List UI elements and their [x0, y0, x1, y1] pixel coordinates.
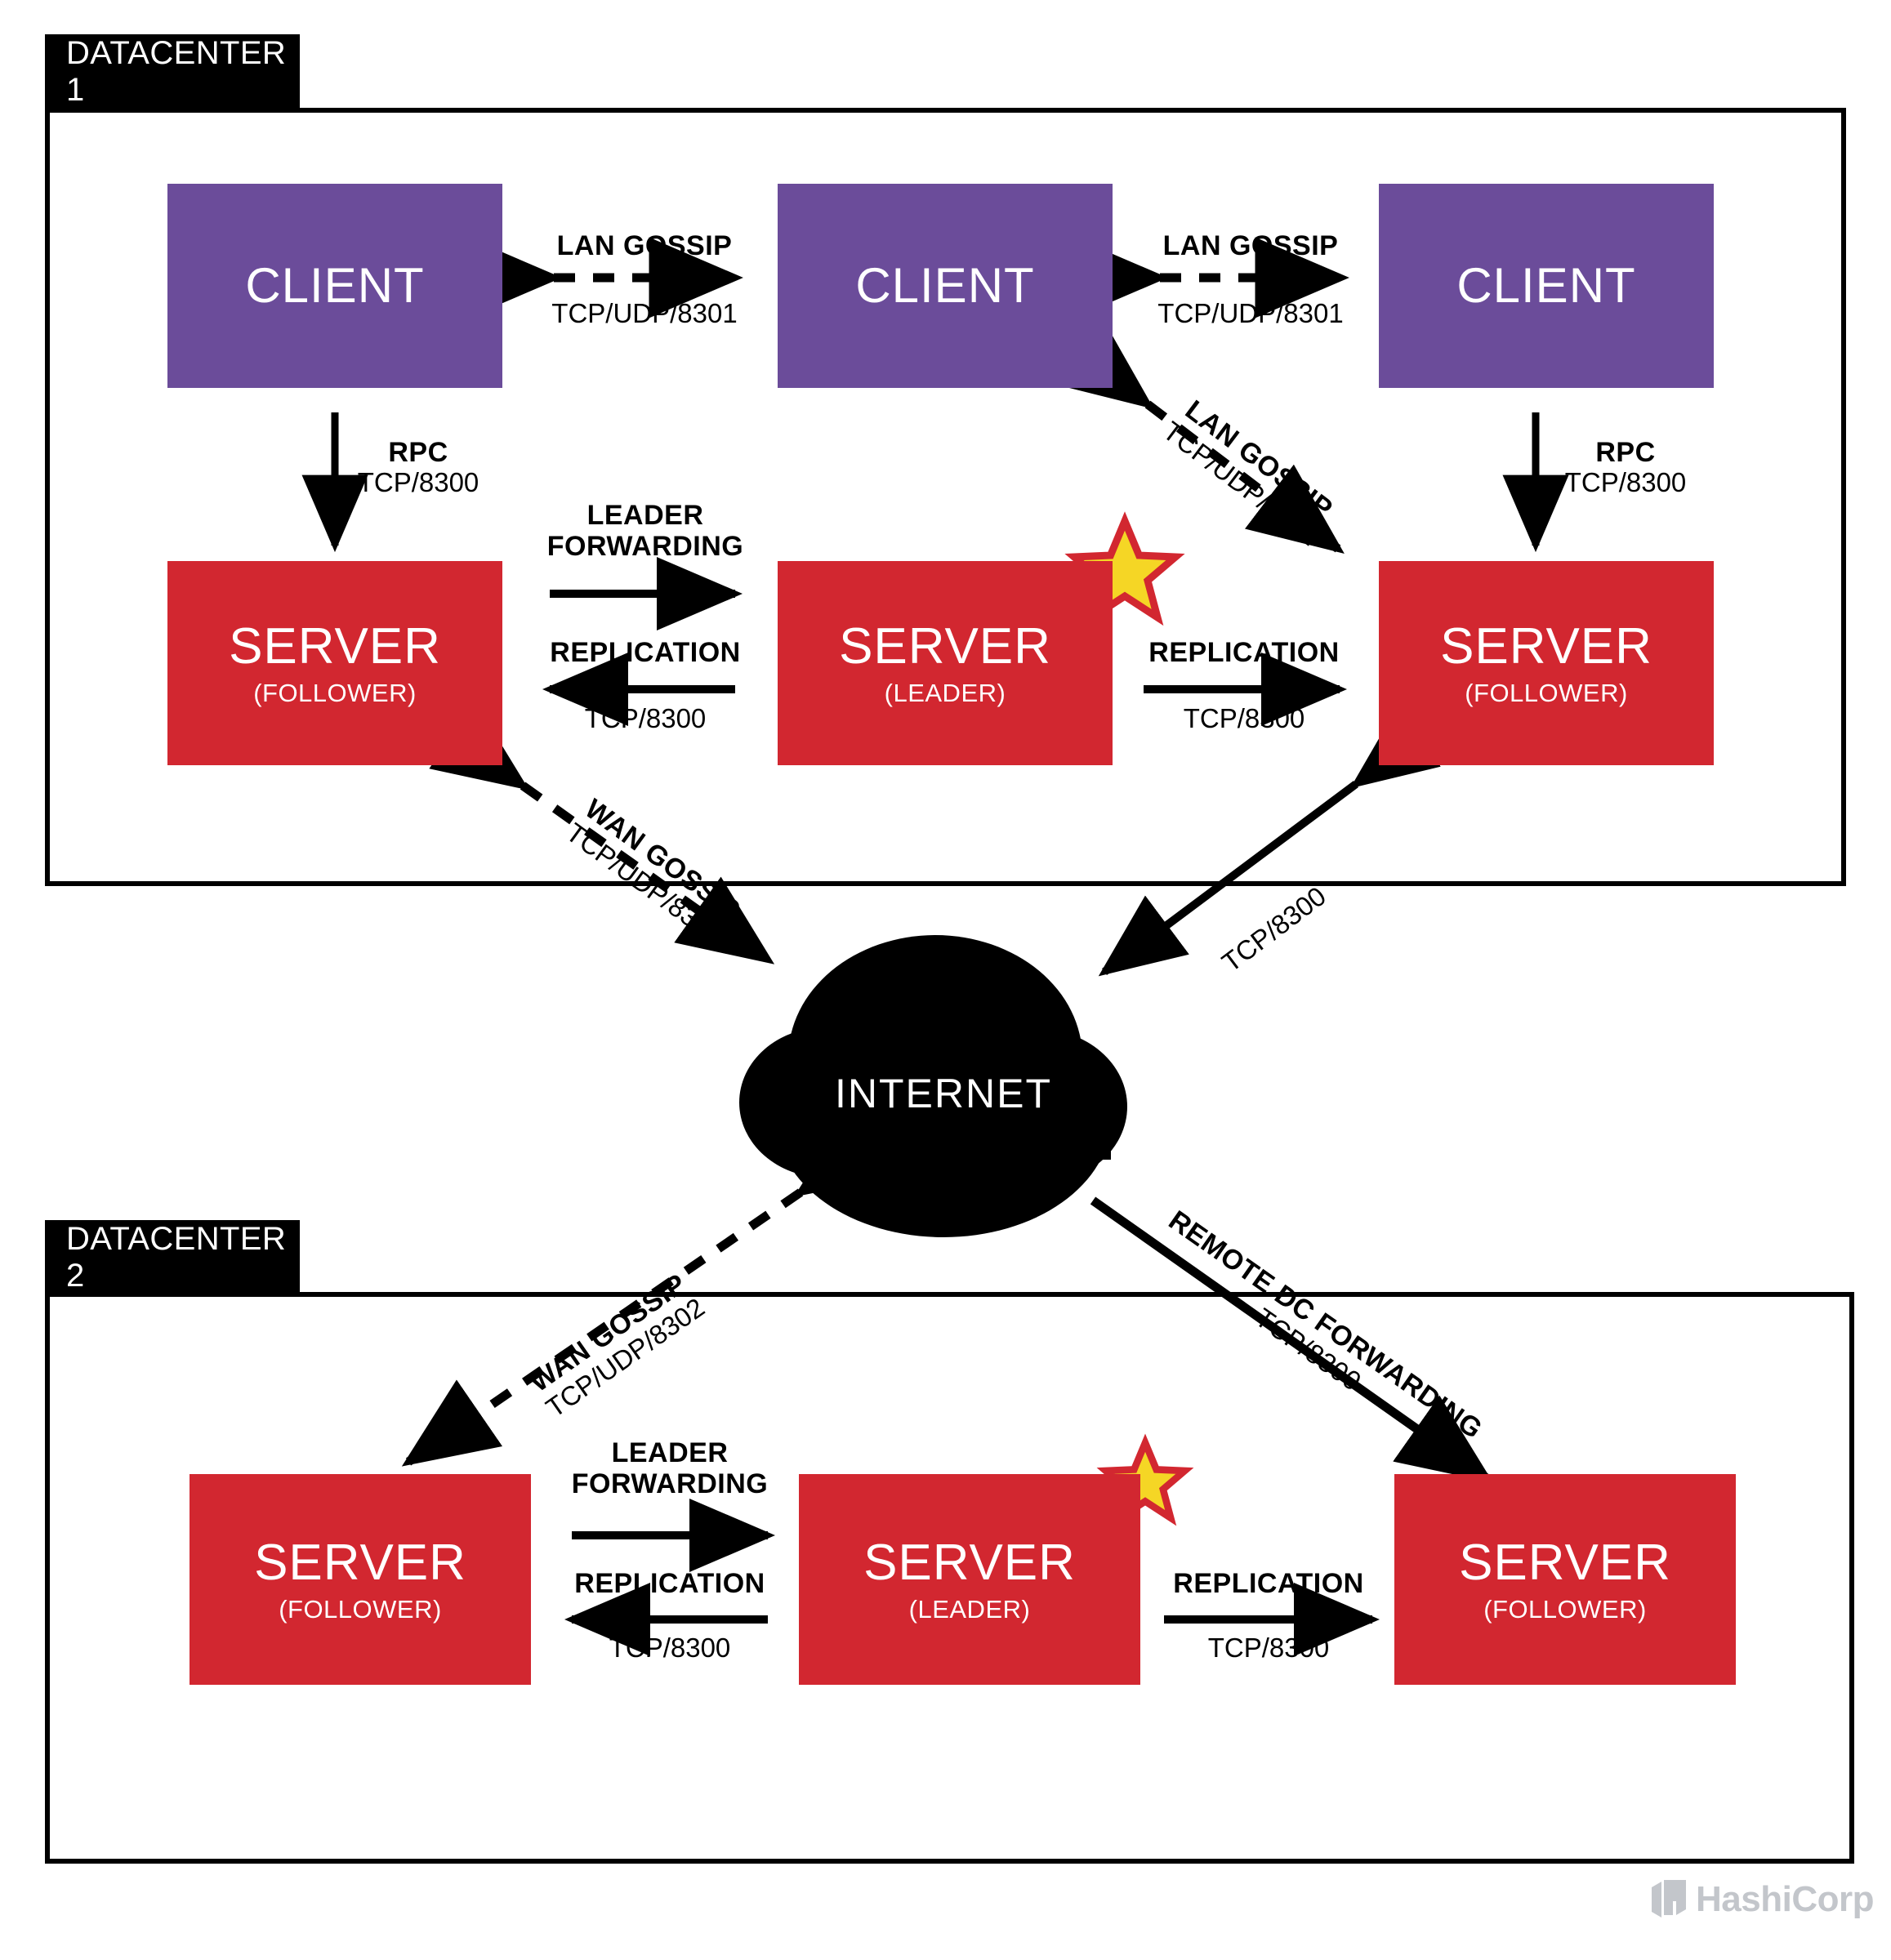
node-title: SERVER: [229, 617, 441, 675]
label-leader-forwarding-dc1: LEADER FORWARDING: [547, 500, 743, 562]
label-replication-dc2-right: REPLICATION TCP/8300: [1173, 1568, 1363, 1664]
node-role: (FOLLOWER): [1483, 1594, 1647, 1624]
label-port: TCP/UDP/8301: [551, 298, 738, 329]
internet-cloud: INTERNET: [776, 1054, 1111, 1152]
datacenter-2-tab: DATACENTER 2: [45, 1220, 300, 1295]
node-title: SERVER: [1459, 1534, 1671, 1591]
node-title: SERVER: [1440, 617, 1652, 675]
label-line-2: FORWARDING: [571, 1468, 769, 1500]
node-title: SERVER: [839, 617, 1051, 675]
node-title: SERVER: [254, 1534, 466, 1591]
datacenter-2-frame: [45, 1292, 1854, 1864]
label-title: LAN GOSSIP: [556, 230, 733, 261]
label-replication-dc1-left: REPLICATION TCP/8300: [550, 637, 740, 734]
label-title: LAN GOSSIP: [1162, 230, 1339, 261]
label-rpc-left: RPC TCP/8300: [358, 437, 479, 498]
label-port: TCP/8300: [1183, 703, 1305, 734]
hashicorp-logo: HashiCorp: [1650, 1878, 1874, 1921]
dc1-server-follower-right[interactable]: SERVER (FOLLOWER): [1379, 561, 1714, 765]
node-title: SERVER: [863, 1534, 1076, 1591]
label-internet-tcp-8300: TCP/8300: [1215, 880, 1332, 978]
datacenter-1-tab-label: DATACENTER 1: [66, 35, 287, 108]
dc1-server-follower-left[interactable]: SERVER (FOLLOWER): [167, 561, 502, 765]
node-role: (FOLLOWER): [279, 1594, 442, 1624]
dc2-server-follower-left[interactable]: SERVER (FOLLOWER): [190, 1474, 531, 1685]
datacenter-1-frame: [45, 108, 1846, 886]
dc2-server-leader[interactable]: SERVER (LEADER): [799, 1474, 1140, 1685]
dc1-client-2[interactable]: CLIENT: [778, 184, 1113, 388]
internet-label: INTERNET: [835, 1071, 1052, 1116]
label-port: TCP/8300: [584, 703, 707, 734]
label-port: TCP/8300: [1564, 467, 1687, 498]
label-line-1: LEADER: [586, 500, 704, 531]
label-port: TCP/8300: [609, 1633, 731, 1664]
label-title: RPC: [388, 437, 448, 468]
label-line-1: LEADER: [611, 1437, 729, 1468]
label-port: TCP/UDP/8301: [1157, 298, 1344, 329]
node-role: (FOLLOWER): [1465, 678, 1628, 707]
label-title: REPLICATION: [1148, 637, 1340, 668]
node-title: CLIENT: [1456, 258, 1636, 313]
label-replication-dc1-right: REPLICATION TCP/8300: [1148, 637, 1339, 734]
label-lan-gossip-1: LAN GOSSIP TCP/UDP/8301: [551, 230, 737, 329]
hashicorp-wordmark: HashiCorp: [1696, 1879, 1874, 1919]
hashicorp-logo-icon: [1652, 1880, 1686, 1918]
node-role: (LEADER): [908, 1594, 1031, 1624]
dc1-server-leader[interactable]: SERVER (LEADER): [778, 561, 1113, 765]
label-port: TCP/8300: [1207, 1633, 1330, 1664]
node-title: CLIENT: [245, 258, 425, 313]
label-title: REPLICATION: [574, 1568, 765, 1599]
label-replication-dc2-left: REPLICATION TCP/8300: [574, 1568, 765, 1664]
dc2-server-follower-right[interactable]: SERVER (FOLLOWER): [1394, 1474, 1736, 1685]
dc1-client-1[interactable]: CLIENT: [167, 184, 502, 388]
node-role: (FOLLOWER): [253, 678, 417, 707]
label-rpc-right: RPC TCP/8300: [1565, 437, 1687, 498]
label-lan-gossip-2: LAN GOSSIP TCP/UDP/8301: [1157, 230, 1343, 329]
dc1-client-3[interactable]: CLIENT: [1379, 184, 1714, 388]
label-title: REPLICATION: [550, 637, 741, 668]
label-title: RPC: [1595, 437, 1656, 468]
datacenter-2-tab-label: DATACENTER 2: [66, 1221, 287, 1294]
label-port: TCP/8300: [1215, 880, 1331, 978]
label-port: TCP/8300: [357, 467, 479, 498]
node-role: (LEADER): [884, 678, 1006, 707]
label-leader-forwarding-dc2: LEADER FORWARDING: [572, 1437, 768, 1499]
label-title: REPLICATION: [1173, 1568, 1364, 1599]
node-title: CLIENT: [855, 258, 1035, 313]
datacenter-1-tab: DATACENTER 1: [45, 34, 300, 109]
label-line-2: FORWARDING: [546, 531, 744, 563]
